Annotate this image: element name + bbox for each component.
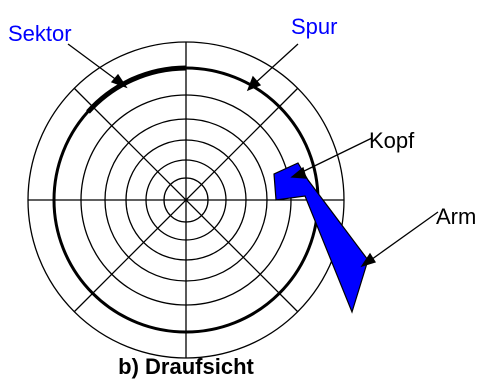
read-write-arm xyxy=(273,162,369,314)
sektor-arrowhead xyxy=(110,73,128,89)
kopf-leader xyxy=(297,137,373,175)
arm-leader xyxy=(367,211,439,263)
highlighted-sector xyxy=(86,65,187,114)
figure-caption: b) Draufsicht xyxy=(118,354,254,379)
sector-line-diagonal-b xyxy=(73,87,299,313)
kopf-arrowhead xyxy=(290,166,307,179)
arm-arrowhead xyxy=(360,252,376,268)
leader-lines xyxy=(67,43,439,268)
label-sektor: Sektor xyxy=(8,21,72,46)
spur-leader xyxy=(251,43,299,87)
sektor-leader xyxy=(67,43,123,85)
label-spur: Spur xyxy=(291,14,337,39)
spur-arrowhead xyxy=(246,75,262,92)
label-kopf: Kopf xyxy=(369,128,415,153)
sector-lines xyxy=(28,42,344,358)
label-arm: Arm xyxy=(436,204,476,229)
